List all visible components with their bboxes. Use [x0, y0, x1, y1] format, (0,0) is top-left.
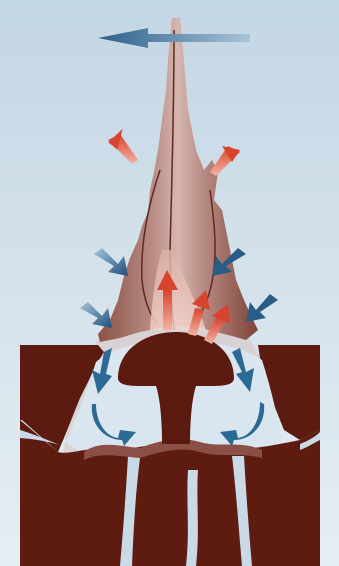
- crack-2: [186, 470, 198, 566]
